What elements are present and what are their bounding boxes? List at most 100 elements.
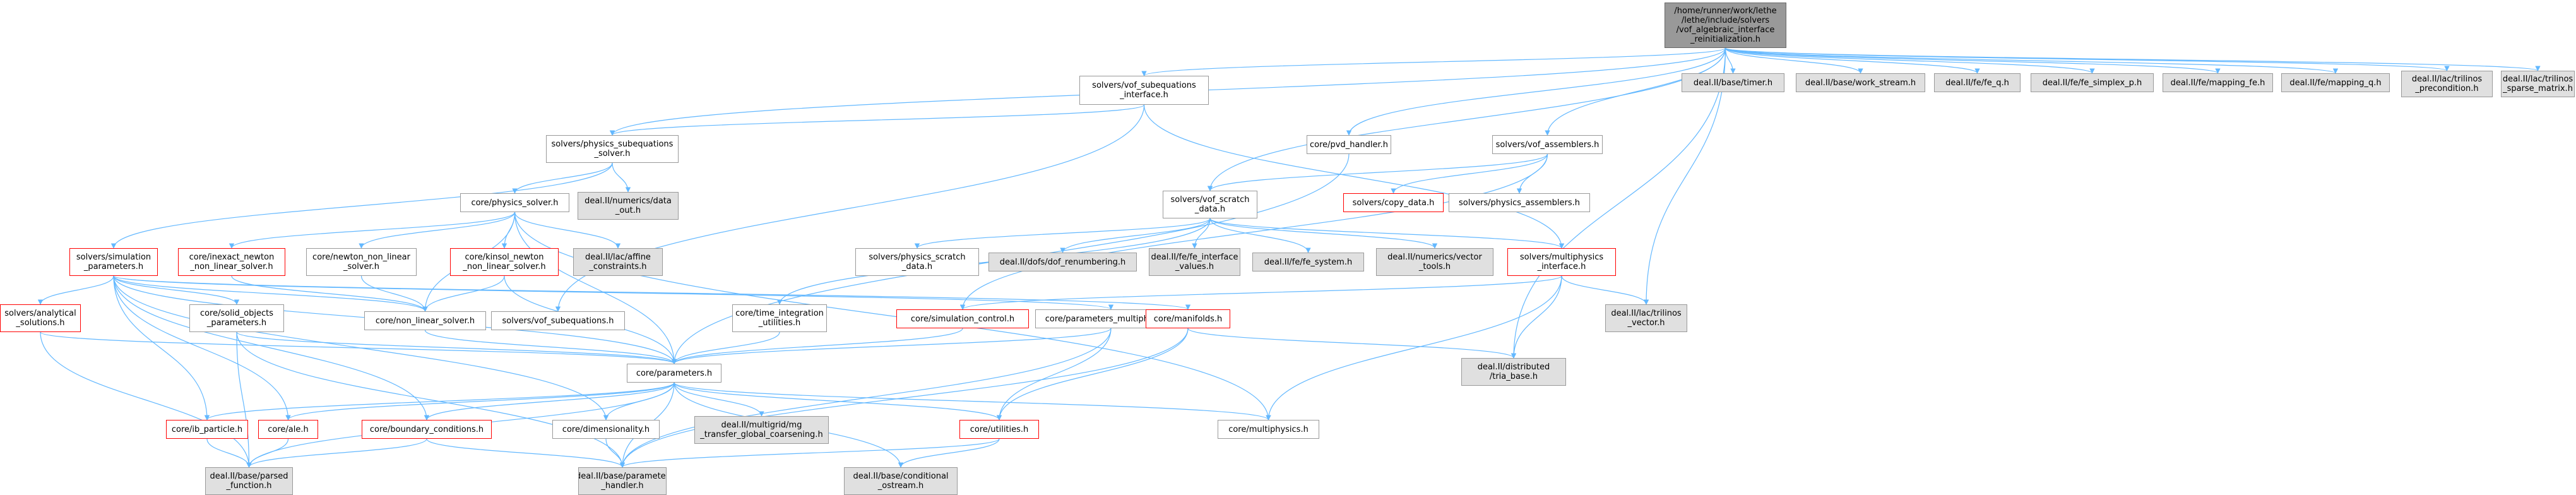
edge-root-to-timer — [1724, 47, 1736, 74]
edge-ib-particle-to-parsed-function — [206, 438, 252, 468]
edge-root-to-pvd — [1346, 47, 1726, 136]
edge-params-multiphysics-to-parameters — [671, 328, 1112, 364]
edge-analytical-to-parameters — [40, 331, 677, 364]
node-utilities[interactable]: core/utilities.h — [959, 420, 1039, 439]
node-root[interactable]: /home/runner/work/lethe /lethe/include/s… — [1665, 3, 1786, 48]
node-timer[interactable]: deal.II/base/timer.h — [1682, 73, 1784, 92]
node-vof-assemblers[interactable]: solvers/vof_assemblers.h — [1492, 135, 1603, 154]
node-phys-scratch[interactable]: solvers/physics_scratch _data.h — [855, 248, 979, 276]
node-solid-objects[interactable]: core/solid_objects _parameters.h — [189, 304, 284, 332]
edge-root-to-mapping-fe — [1724, 47, 2221, 74]
node-ale[interactable]: core/ale.h — [258, 420, 318, 439]
edge-vof-scratch-to-multiphysics-iface — [1209, 218, 1565, 249]
node-trilinos-sparse[interactable]: deal.II/lac/trilinos _sparse_matrix.h — [2501, 71, 2575, 97]
node-vof-scratch[interactable]: solvers/vof_scratch _data.h — [1163, 191, 1257, 218]
node-physics-solver[interactable]: core/physics_solver.h — [460, 193, 569, 212]
node-phys-subeq[interactable]: solvers/physics_subequations _solver.h — [546, 135, 679, 163]
edge-non-linear-solver-to-parameters — [424, 330, 677, 364]
node-ib-particle[interactable]: core/ib_particle.h — [166, 420, 248, 439]
edge-kinsol-to-non-linear-solver — [422, 275, 505, 312]
edge-root-to-trilinos-sparse — [1724, 47, 2541, 71]
edge-root-to-trilinos-vector — [1643, 47, 1726, 305]
node-conditional-ostream[interactable]: deal.II/base/conditional _ostream.h — [844, 467, 958, 495]
node-time-integration[interactable]: core/time_integration _utilities.h — [732, 304, 827, 332]
node-copy-data[interactable]: solvers/copy_data.h — [1343, 193, 1444, 212]
edge-root-to-fe-simplex — [1724, 47, 2095, 74]
edge-vof-assemblers-to-copy-data — [1391, 153, 1548, 194]
edge-sim-params-to-ale — [113, 275, 291, 420]
node-pvd[interactable]: core/pvd_handler.h — [1307, 135, 1391, 154]
node-inexact-newton[interactable]: core/inexact_newton _non_linear_solver.h — [178, 248, 285, 276]
edge-phys-subeq-to-data-out — [612, 162, 631, 193]
edge-boundary-conditions-to-parsed-function — [246, 438, 427, 468]
node-kinsol[interactable]: core/kinsol_newton _non_linear_solver.h — [450, 248, 559, 276]
edge-vof-scratch-to-vector-tools — [1209, 218, 1438, 249]
node-affine[interactable]: deal.II/lac/affine _constraints.h — [573, 248, 663, 276]
node-parsed-function[interactable]: deal.II/base/parsed _function.h — [205, 467, 293, 495]
node-fe-simplex[interactable]: deal.II/fe/fe_simplex_p.h — [2031, 73, 2154, 92]
edge-parameters-to-mg-transfer — [674, 382, 764, 417]
node-dof-renum[interactable]: deal.II/dofs/dof_renumbering.h — [988, 253, 1137, 271]
node-non-linear-solver[interactable]: core/non_linear_solver.h — [364, 311, 486, 330]
node-parameters[interactable]: core/parameters.h — [627, 364, 721, 383]
edge-root-to-vof-subeq-iface — [1141, 47, 1726, 76]
node-mapping-fe[interactable]: deal.II/fe/mapping_fe.h — [2163, 73, 2273, 92]
node-trilinos-precond[interactable]: deal.II/lac/trilinos _precondition.h — [2401, 71, 2493, 97]
node-tria-base[interactable]: deal.II/distributed /tria_base.h — [1461, 358, 1566, 386]
edge-multiphysics-iface-to-multiphysics — [1266, 275, 1562, 420]
edge-physics-solver-to-multiphysics — [514, 212, 1271, 420]
edge-vof-assemblers-to-sim-control — [959, 153, 1548, 310]
node-boundary-conditions[interactable]: core/boundary_conditions.h — [362, 420, 492, 439]
node-newton-nl[interactable]: core/newton_non_linear _solver.h — [306, 248, 417, 276]
edge-solid-objects-to-parameter-handler — [236, 331, 626, 468]
node-mapping-q[interactable]: deal.II/fe/mapping_q.h — [2281, 73, 2390, 92]
edge-vof-subeq-iface-to-multiphysics-iface — [1143, 104, 1565, 249]
node-mg-transfer[interactable]: deal.II/multigrid/mg _transfer_global_co… — [694, 416, 829, 444]
edge-sim-control-to-parameters — [671, 328, 963, 364]
edge-vof-scratch-to-phys-scratch — [914, 218, 1211, 249]
edge-manifolds-to-utilities — [996, 328, 1189, 420]
edge-sim-params-to-analytical — [37, 275, 114, 305]
node-vof-subequations[interactable]: solvers/vof_subequations.h — [491, 311, 625, 330]
node-multiphysics[interactable]: core/multiphysics.h — [1218, 420, 1319, 439]
node-manifolds[interactable]: core/manifolds.h — [1146, 309, 1230, 328]
node-dimensionality[interactable]: core/dimensionality.h — [552, 420, 660, 439]
edge-phys-subeq-to-physics-solver — [512, 162, 613, 194]
edge-manifolds-to-tria-base — [1187, 328, 1517, 359]
edge-physics-solver-to-inexact-newton — [229, 212, 516, 249]
node-analytical[interactable]: solvers/analytical _solutions.h — [0, 304, 81, 332]
edge-multiphysics-iface-to-tria-base — [1511, 275, 1562, 359]
edge-physics-solver-to-affine — [514, 212, 621, 249]
edge-sim-params-to-non-linear-solver — [113, 275, 428, 312]
node-sim-params[interactable]: solvers/simulation _parameters.h — [69, 248, 158, 276]
node-vof-subeq-iface[interactable]: solvers/vof_subequations _interface.h — [1079, 76, 1209, 105]
edge-parameters-to-boundary-conditions — [424, 382, 675, 420]
edge-root-to-tria-base — [1511, 47, 1726, 359]
node-multiphysics-iface[interactable]: solvers/multiphysics _interface.h — [1507, 248, 1616, 276]
edge-vof-scratch-to-fe-system — [1209, 218, 1311, 253]
node-physics-assemblers[interactable]: solvers/physics_assemblers.h — [1449, 193, 1590, 212]
node-parameter-handler[interactable]: deal.II/base/parameter _handler.h — [578, 467, 667, 495]
node-vector-tools[interactable]: deal.II/numerics/vector _tools.h — [1376, 248, 1493, 276]
edge-vof-scratch-to-dof-renum — [1060, 218, 1211, 253]
node-fe-iface-values[interactable]: deal.II/fe/fe_interface _values.h — [1149, 248, 1240, 276]
edge-multiphysics-iface-to-trilinos-vector — [1561, 275, 1649, 305]
node-sim-control[interactable]: core/simulation_control.h — [896, 309, 1029, 328]
node-fe-q[interactable]: deal.II/fe/fe_q.h — [1934, 73, 2021, 92]
edge-utilities-to-parameter-handler — [620, 438, 1000, 468]
node-fe-system[interactable]: deal.II/fe/fe_system.h — [1252, 253, 1364, 271]
edge-parameters-to-ale — [285, 382, 675, 420]
edge-phys-subeq-to-sim-params — [110, 162, 613, 249]
edge-manifolds-to-parameter-handler — [619, 328, 1189, 468]
edge-newton-nl-to-non-linear-solver — [360, 275, 428, 312]
node-trilinos-vector[interactable]: deal.II/lac/trilinos _vector.h — [1605, 304, 1687, 332]
edge-root-to-mapping-q — [1724, 47, 2338, 74]
edge-sim-params-to-boundary-conditions — [113, 275, 430, 420]
edge-parameters-to-multiphysics — [674, 382, 1271, 420]
edge-vof-subeq-iface-to-phys-subeq — [610, 104, 1145, 136]
node-data-out[interactable]: deal.II/numerics/data _out.h — [578, 192, 679, 220]
edge-inexact-newton-to-non-linear-solver — [231, 275, 428, 312]
node-work-stream[interactable]: deal.II/base/work_stream.h — [1796, 73, 1925, 92]
